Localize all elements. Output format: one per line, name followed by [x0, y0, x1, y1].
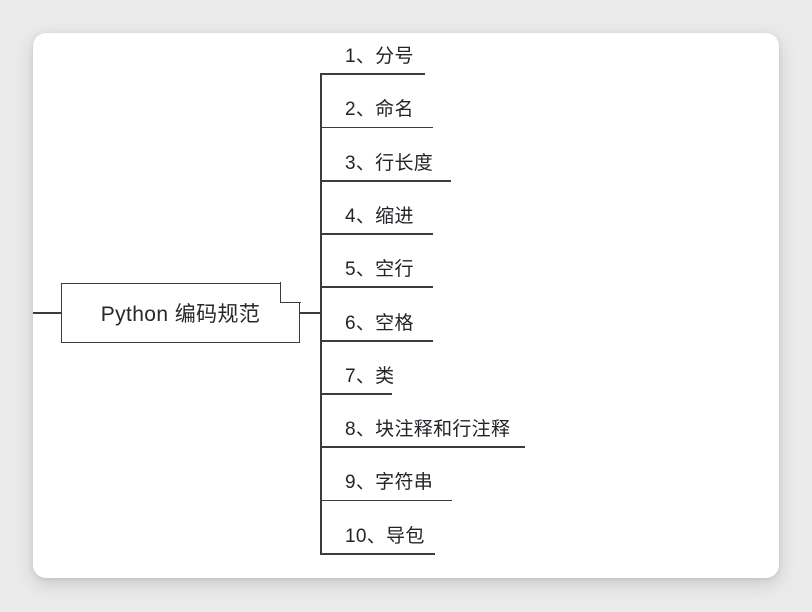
branch-underline [320, 339, 433, 342]
branch-label: 10、导包 [345, 525, 425, 547]
root-node-label: Python 编码规范 [100, 302, 261, 326]
branch-underline [320, 552, 435, 555]
branch-label: 8、块注释和行注释 [345, 419, 511, 441]
branch-label: 1、分号 [345, 46, 414, 67]
folded-corner-edge-icon [279, 282, 301, 304]
branch-label: 4、缩进 [345, 205, 414, 227]
branch-spine [320, 75, 322, 555]
root-right-connector [300, 312, 321, 314]
branch-underline [320, 393, 392, 395]
branch-underline [320, 446, 525, 449]
branch-label: 9、字符串 [345, 472, 434, 494]
branch-underline [320, 286, 433, 289]
branch-underline [320, 126, 433, 129]
root-node[interactable]: Python 编码规范 [61, 282, 301, 343]
branch-label: 5、空行 [345, 259, 414, 281]
branch-label: 3、行长度 [345, 152, 434, 174]
branch-underline [320, 499, 452, 502]
branch-underline [320, 73, 425, 75]
branch-label: 7、类 [345, 365, 395, 387]
branch-underline [320, 233, 433, 235]
branch-label: 6、空格 [345, 312, 414, 334]
root-left-connector [33, 312, 62, 314]
branch-label: 2、命名 [345, 99, 414, 121]
branch-underline [320, 179, 451, 182]
